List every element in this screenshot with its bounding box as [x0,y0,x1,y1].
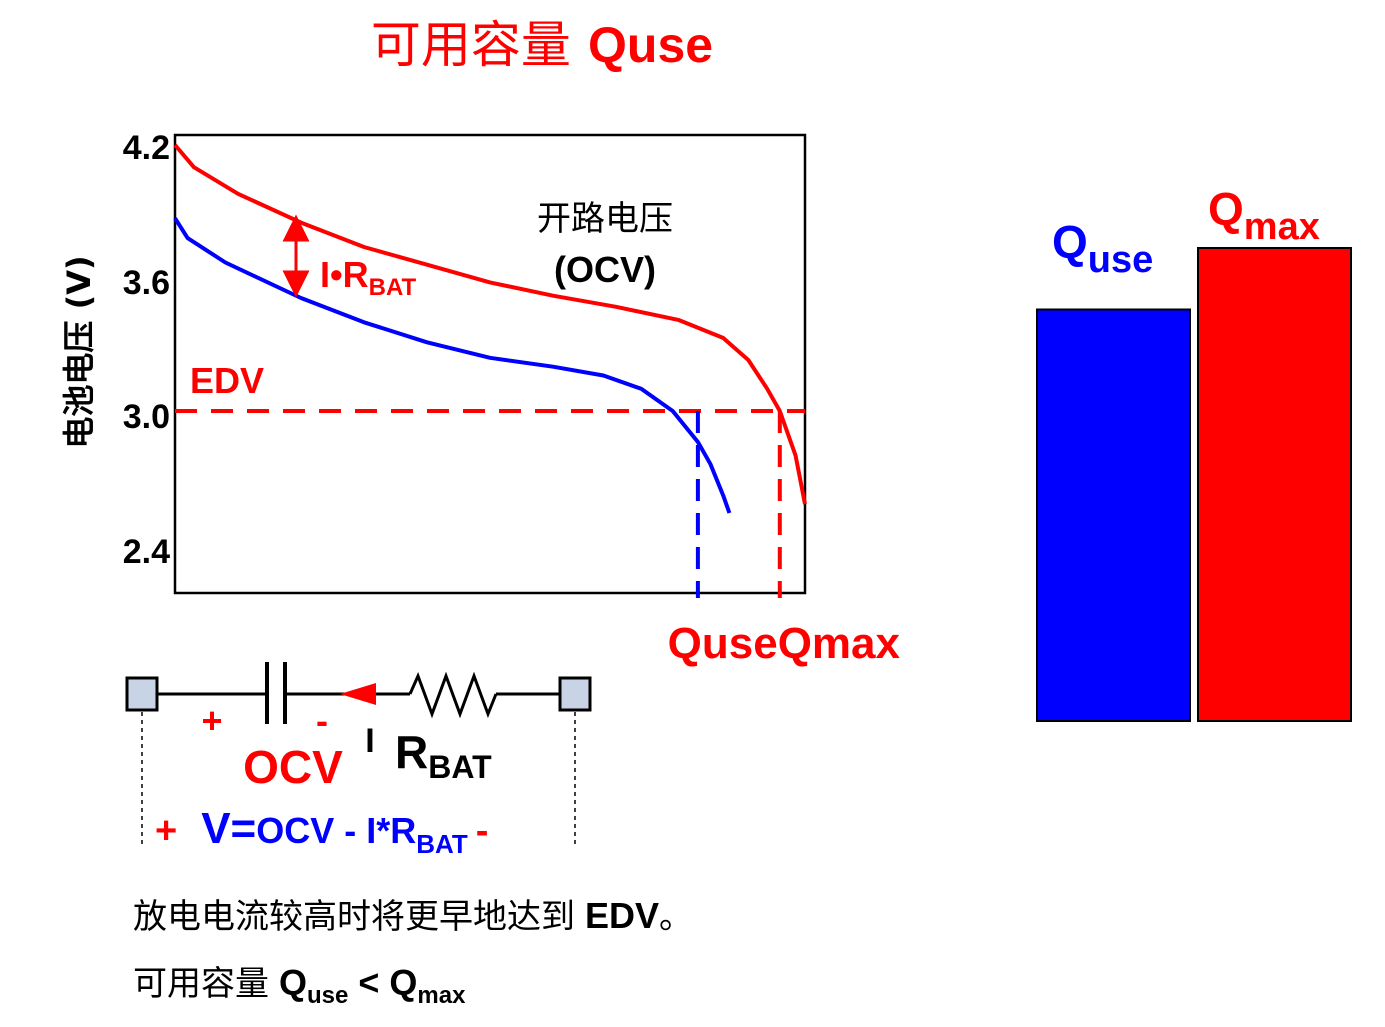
title-en: Quse [588,17,713,73]
page-title: 可用容量 Quse [371,16,713,74]
resistor-icon [408,671,498,719]
ocv-label: OCV [243,741,343,793]
ocv-annotation-cn: 开路电压 [537,199,673,239]
ytick-label: 4.2 [123,129,170,167]
ocv-annotation-en: (OCV) [554,249,656,290]
terminal-right [558,676,592,712]
current-arrow-icon [340,683,376,705]
ytick-label: 2.4 [123,533,170,571]
ytick-label: 3.0 [123,398,170,436]
qmax-x-label: Qmax [778,619,901,668]
ytick-label: 3.6 [123,264,170,302]
quse-x-label: Quse [668,619,778,668]
rbat-label: RBAT [395,726,492,785]
ocv-plus-sign: + [201,700,222,741]
quse-bar [1036,308,1191,722]
ocv-curve [173,143,807,505]
edv-label: EDV [190,360,264,401]
ocv-minus-sign: - [316,700,328,741]
qmax-bar-label: Qmax [1208,183,1320,248]
quse-bar-label: Quse [1052,216,1153,281]
battery-circuit: + - OCV I RBAT +V=OCV - I*RBAT- [125,662,592,859]
discharge-chart: 4.2 3.6 3.0 2.4 电池电压 (V) EDV I•RBAT 开路电压… [60,129,807,598]
x-capacity-labels: QuseQmax [668,619,901,668]
loaded-voltage-curve [173,217,732,514]
y-axis-label: 电池电压 (V) [60,255,98,448]
qmax-bar [1197,247,1352,722]
terminal-left [125,676,159,712]
plot-frame [173,133,807,595]
voltage-formula: +V=OCV - I*RBAT- [155,804,488,859]
irbat-annotation: I•RBAT [320,254,416,301]
title-cn: 可用容量 [371,16,571,74]
current-label: I [365,722,374,760]
